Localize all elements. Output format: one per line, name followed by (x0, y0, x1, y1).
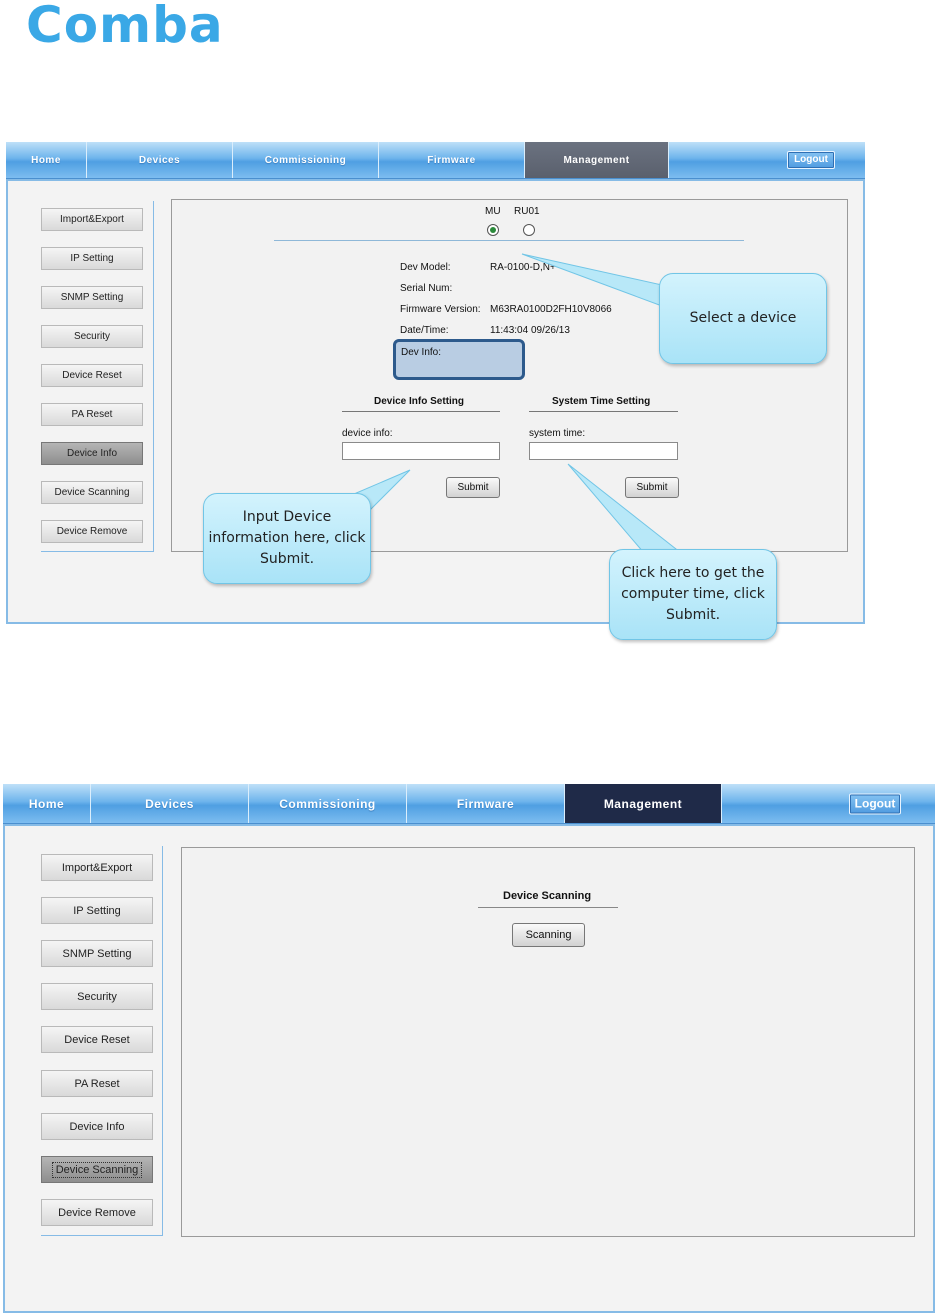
tab-commissioning[interactable]: Commissioning (233, 142, 379, 178)
callout-input-device-info: Input Device information here, click Sub… (203, 493, 371, 584)
device-info-submit-button[interactable]: Submit (446, 477, 500, 498)
sidebar-item-device-remove[interactable]: Device Remove (41, 1199, 153, 1226)
dev-info-highlight: Dev Info: (393, 339, 525, 380)
sidebar-item-pa-reset[interactable]: PA Reset (41, 403, 143, 426)
sidebar-item-snmp-setting[interactable]: SNMP Setting (41, 286, 143, 309)
system-time-input[interactable] (529, 442, 678, 460)
firmware-version-label: Firmware Version: (400, 304, 481, 315)
divider (529, 411, 678, 412)
tab-devices[interactable]: Devices (87, 142, 233, 178)
callout-pointers (338, 253, 692, 561)
sidebar-item-device-scanning[interactable]: Device Scanning (41, 481, 143, 504)
top-nav: Home Devices Commissioning Firmware Mana… (3, 784, 935, 824)
dev-info-label: Dev Info: (401, 347, 442, 358)
tab-home[interactable]: Home (3, 784, 91, 823)
screenshot-device-scanning: Home Devices Commissioning Firmware Mana… (3, 784, 935, 1313)
content-area: Import&Export IP Setting SNMP Setting Se… (3, 824, 935, 1313)
sidebar: Import&Export IP Setting SNMP Setting Se… (41, 846, 163, 1236)
sidebar-item-pa-reset[interactable]: PA Reset (41, 1070, 153, 1097)
screenshot-device-info: Home Devices Commissioning Firmware Mana… (6, 142, 865, 624)
tab-home[interactable]: Home (6, 142, 87, 178)
device-radio-ru01[interactable] (523, 224, 535, 236)
device-scanning-panel: Device Scanning Scanning (181, 847, 915, 1237)
sidebar-item-device-scanning[interactable]: Device Scanning (41, 1156, 153, 1183)
device-info-field-label: device info: (342, 428, 393, 439)
sidebar-item-device-reset[interactable]: Device Reset (41, 364, 143, 387)
serial-num-label: Serial Num: (400, 283, 453, 294)
device-scanning-title: Device Scanning (503, 890, 592, 902)
tab-management[interactable]: Management (565, 784, 722, 823)
divider (342, 411, 500, 412)
tab-firmware[interactable]: Firmware (379, 142, 525, 178)
tab-commissioning[interactable]: Commissioning (249, 784, 407, 823)
sidebar-item-import-export[interactable]: Import&Export (41, 854, 153, 881)
scanning-button[interactable]: Scanning (512, 923, 585, 947)
sidebar-item-device-info[interactable]: Device Info (41, 442, 143, 465)
sidebar-item-security[interactable]: Security (41, 325, 143, 348)
device-option-ru01-label: RU01 (514, 206, 540, 217)
callout-computer-time: Click here to get the computer time, cli… (609, 549, 777, 640)
datetime-value: 11:43:04 09/26/13 (490, 325, 570, 336)
tab-management[interactable]: Management (525, 142, 669, 178)
system-time-setting-title: System Time Setting (552, 396, 651, 407)
logout-button[interactable]: Logout (787, 151, 835, 169)
sidebar-item-security[interactable]: Security (41, 983, 153, 1010)
sidebar-item-import-export[interactable]: Import&Export (41, 208, 143, 231)
sidebar-item-device-remove[interactable]: Device Remove (41, 520, 143, 543)
sidebar-item-device-info[interactable]: Device Info (41, 1113, 153, 1140)
dev-model-label: Dev Model: (400, 262, 451, 273)
sidebar-item-device-reset[interactable]: Device Reset (41, 1026, 153, 1053)
firmware-version-value: M63RA0100D2FH10V8066 (490, 304, 612, 315)
device-info-input[interactable] (342, 442, 500, 460)
sidebar-item-ip-setting[interactable]: IP Setting (41, 247, 143, 270)
divider (478, 907, 618, 908)
device-info-setting-title: Device Info Setting (374, 396, 465, 407)
dev-model-value: RA-0100-D,N+ (490, 262, 556, 273)
divider (274, 240, 744, 241)
device-radio-mu[interactable] (487, 224, 499, 236)
datetime-label: Date/Time: (400, 325, 449, 336)
system-time-field-label: system time: (529, 428, 586, 439)
tab-devices[interactable]: Devices (91, 784, 249, 823)
comba-logo: Comba (26, 0, 224, 54)
sidebar: Import&Export IP Setting SNMP Setting Se… (41, 201, 154, 552)
device-option-mu-label: MU (485, 206, 501, 217)
top-nav: Home Devices Commissioning Firmware Mana… (6, 142, 865, 179)
system-time-submit-button[interactable]: Submit (625, 477, 679, 498)
sidebar-item-ip-setting[interactable]: IP Setting (41, 897, 153, 924)
tab-firmware[interactable]: Firmware (407, 784, 565, 823)
sidebar-item-snmp-setting[interactable]: SNMP Setting (41, 940, 153, 967)
logout-button[interactable]: Logout (849, 793, 901, 814)
callout-select-device: Select a device (659, 273, 827, 364)
